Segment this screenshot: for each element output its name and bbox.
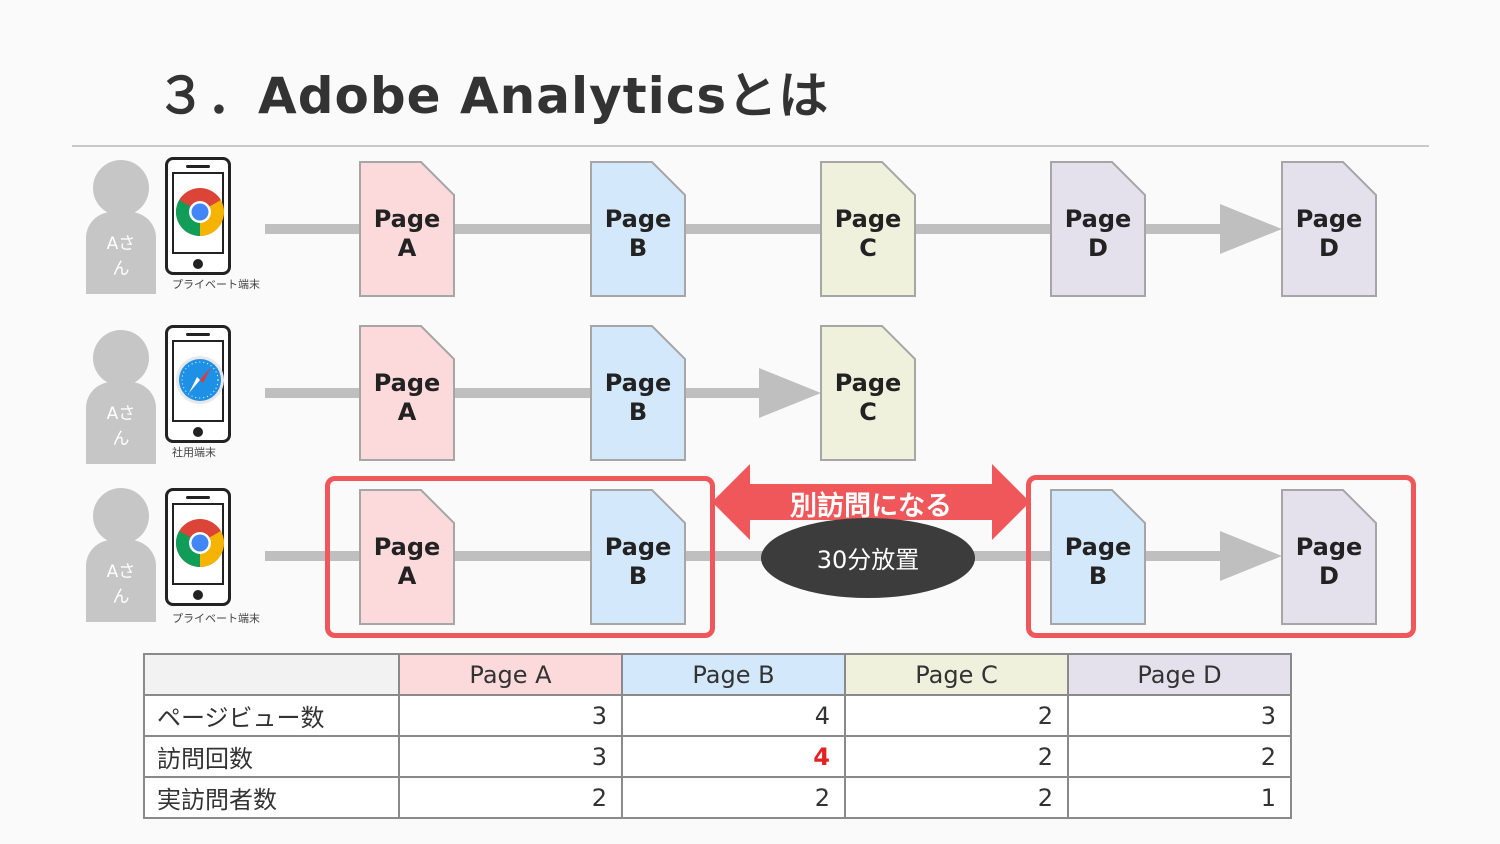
separate-visit-label: 別訪問になる — [790, 491, 952, 522]
metrics-table: Page A Page B Page C Page D ページビュー数 3 4 … — [143, 653, 1292, 819]
page-doc-b: Page B — [1050, 489, 1146, 625]
document-icon — [1050, 161, 1146, 297]
header-page-d: Page D — [1067, 653, 1292, 696]
idle-label: 30分放置 — [816, 546, 920, 574]
document-icon — [1281, 489, 1377, 625]
page-doc-d: Page D — [1281, 161, 1377, 297]
table-cell: 2 — [398, 776, 623, 819]
chrome-icon — [175, 188, 225, 236]
person-a-row1: Aさ ん — [86, 160, 156, 296]
header-page-a: Page A — [398, 653, 623, 696]
session-box-second — [1026, 475, 1416, 638]
person-body — [86, 212, 156, 294]
document-icon — [359, 489, 455, 625]
table-row: 実訪問者数 2 2 2 1 — [143, 776, 1292, 819]
table-cell: 3 — [398, 735, 623, 778]
table-cell: 2 — [1067, 735, 1292, 778]
table-cell: 3 — [1067, 694, 1292, 737]
page-doc-a: Page A — [359, 325, 455, 461]
table-row: ページビュー数 3 4 2 3 — [143, 694, 1292, 737]
page-doc-b: Page B — [590, 489, 686, 625]
document-icon — [590, 325, 686, 461]
person-body — [86, 540, 156, 622]
document-icon — [590, 489, 686, 625]
phone-screen — [172, 172, 225, 254]
device-label: 社用端末 — [172, 446, 216, 459]
table-cell: 2 — [621, 776, 846, 819]
chrome-icon — [175, 519, 225, 567]
person-head — [93, 330, 149, 386]
table-cell: 2 — [844, 776, 1069, 819]
header-page-b: Page B — [621, 653, 846, 696]
flow-line-row3 — [265, 551, 1222, 561]
page-doc-d: Page D — [1281, 489, 1377, 625]
document-icon — [1050, 489, 1146, 625]
title-divider — [72, 145, 1429, 147]
row-label: 実訪問者数 — [143, 776, 400, 819]
table-corner-cell — [143, 653, 400, 696]
person-head — [93, 488, 149, 544]
page-title: ３．Adobe Analyticsとは — [156, 67, 830, 125]
arrow-row3 — [1220, 531, 1282, 581]
row-label: 訪問回数 — [143, 735, 400, 778]
table-cell: 4 — [621, 694, 846, 737]
page-doc-d: Page D — [1050, 161, 1146, 297]
person-label: Aさ ん — [106, 234, 136, 279]
document-icon — [820, 161, 916, 297]
person-a-row2: Aさ ん — [86, 330, 156, 466]
arrow-row1 — [1220, 204, 1282, 254]
device-label: プライベート端末 — [172, 278, 260, 291]
flow-line-row1 — [265, 224, 1222, 234]
table-cell: 3 — [398, 694, 623, 737]
page-doc-b: Page B — [590, 325, 686, 461]
table-cell: 2 — [844, 694, 1069, 737]
idle-bubble — [761, 518, 975, 598]
flow-line-row2 — [265, 388, 761, 398]
device-label: プライベート端末 — [172, 612, 260, 625]
table-cell-highlighted: 4 — [621, 735, 846, 778]
session-box-first — [325, 476, 715, 638]
person-label: Aさ ん — [106, 562, 136, 607]
table-cell: 2 — [844, 735, 1069, 778]
safari-icon — [176, 356, 224, 404]
phone-screen — [172, 503, 225, 585]
page-doc-a: Page A — [359, 161, 455, 297]
smartphone-row3 — [165, 488, 231, 606]
page-doc-b: Page B — [590, 161, 686, 297]
page-doc-c: Page C — [820, 161, 916, 297]
table-cell: 1 — [1067, 776, 1292, 819]
smartphone-row1 — [165, 157, 231, 275]
arrow-row2 — [759, 368, 821, 418]
document-icon — [590, 161, 686, 297]
document-icon — [359, 325, 455, 461]
smartphone-row2 — [165, 325, 231, 443]
document-icon — [1281, 161, 1377, 297]
person-a-row3: Aさ ん — [86, 488, 156, 624]
double-arrow-icon — [712, 464, 1030, 540]
phone-screen — [172, 340, 224, 422]
page-doc-c: Page C — [820, 325, 916, 461]
page-doc-a: Page A — [359, 489, 455, 625]
row-label: ページビュー数 — [143, 694, 400, 737]
person-label: Aさ ん — [106, 404, 136, 449]
table-row: 訪問回数 3 4 2 2 — [143, 735, 1292, 778]
header-page-c: Page C — [844, 653, 1069, 696]
person-head — [93, 160, 149, 216]
document-icon — [359, 161, 455, 297]
person-body — [86, 382, 156, 464]
document-icon — [820, 325, 916, 461]
table-header-row: Page A Page B Page C Page D — [143, 653, 1292, 696]
